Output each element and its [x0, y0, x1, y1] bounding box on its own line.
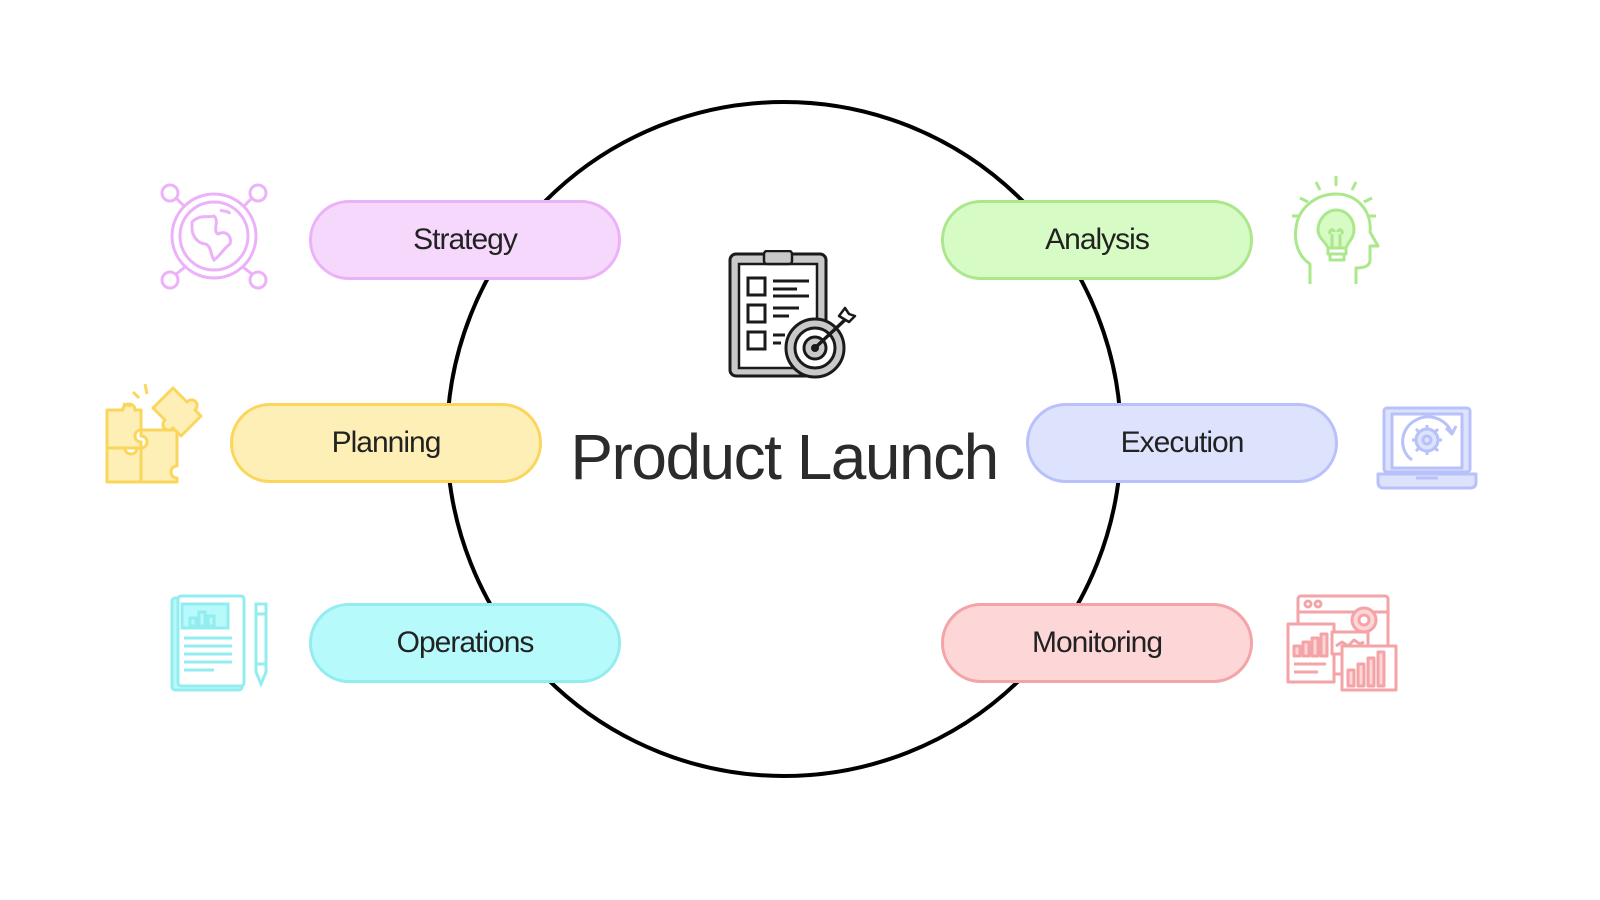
stage-analysis: Analysis — [941, 200, 1253, 280]
stage-strategy: Strategy — [309, 200, 621, 280]
globe-network-icon — [158, 182, 270, 294]
stage-operations: Operations — [309, 603, 621, 683]
clipboard-target-icon — [727, 249, 857, 382]
stage-planning: Planning — [230, 403, 542, 483]
laptop-gear-icon — [1376, 402, 1478, 490]
dashboard-charts-icon — [1286, 594, 1400, 694]
lightbulb-head-icon — [1288, 172, 1380, 292]
stage-monitoring: Monitoring — [941, 603, 1253, 683]
center-title: Product Launch — [570, 421, 999, 493]
stage-execution: Execution — [1026, 403, 1338, 483]
document-pencil-icon — [170, 594, 272, 694]
puzzle-icon — [103, 378, 205, 488]
